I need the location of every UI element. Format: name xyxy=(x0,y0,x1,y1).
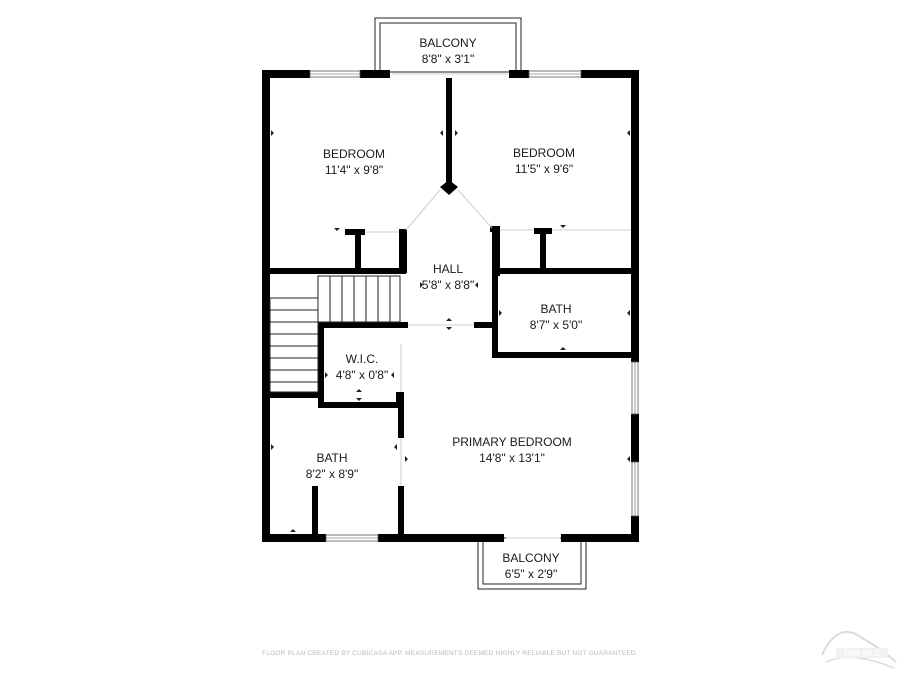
room-name: W.I.C. xyxy=(346,352,379,366)
room-name: PRIMARY BEDROOM xyxy=(452,435,572,449)
room-primary-bedroom: PRIMARY BEDROOM 14'8" x 13'1" xyxy=(452,435,572,465)
logo-text: PAR MLS xyxy=(844,649,880,658)
room-bath-left: BATH 8'2" x 8'9" xyxy=(306,451,358,481)
pensacola-logo-icon: PAR MLS xyxy=(821,630,897,669)
room-bedroom-right: BEDROOM 11'5" x 9'6" xyxy=(513,146,575,176)
room-size: 8'2" x 8'9" xyxy=(306,467,358,481)
room-balcony-bottom: BALCONY 6'5" x 2'9" xyxy=(502,551,559,581)
room-size: 8'7" x 5'0" xyxy=(530,318,582,332)
staircase xyxy=(269,275,401,393)
dimension-ticks xyxy=(271,130,630,532)
windows xyxy=(309,70,639,542)
room-wic: W.I.C. 4'8" x 0'8" xyxy=(336,352,388,382)
room-name: BATH xyxy=(316,451,347,465)
room-size: 6'5" x 2'9" xyxy=(505,567,557,581)
room-size: 14'8" x 13'1" xyxy=(479,451,545,465)
room-name: BALCONY xyxy=(502,551,559,565)
room-balcony-top: BALCONY 8'8" x 3'1" xyxy=(419,36,476,66)
room-name: BALCONY xyxy=(419,36,476,50)
balcony-top xyxy=(374,17,522,73)
room-size: 11'5" x 9'6" xyxy=(515,162,573,176)
interior-walls xyxy=(262,78,639,542)
room-size: 4'8" x 0'8" xyxy=(336,368,388,382)
room-hall: HALL 5'8" x 8'8" xyxy=(422,262,474,292)
room-size: 5'8" x 8'8" xyxy=(422,278,474,292)
closet-lines xyxy=(365,73,631,539)
exterior-walls xyxy=(262,70,639,542)
room-bath-right: BATH 8'7" x 5'0" xyxy=(530,302,582,332)
room-name: HALL xyxy=(433,262,463,276)
room-size: 8'8" x 3'1" xyxy=(422,52,474,66)
room-name: BATH xyxy=(540,302,571,316)
room-size: 11'4" x 9'8" xyxy=(325,163,383,177)
room-bedroom-left: BEDROOM 11'4" x 9'8" xyxy=(323,147,385,177)
footer-disclaimer: FLOOR PLAN CREATED BY CUBICASA APP. MEAS… xyxy=(262,650,638,657)
room-name: BEDROOM xyxy=(323,147,385,161)
room-name: BEDROOM xyxy=(513,146,575,160)
